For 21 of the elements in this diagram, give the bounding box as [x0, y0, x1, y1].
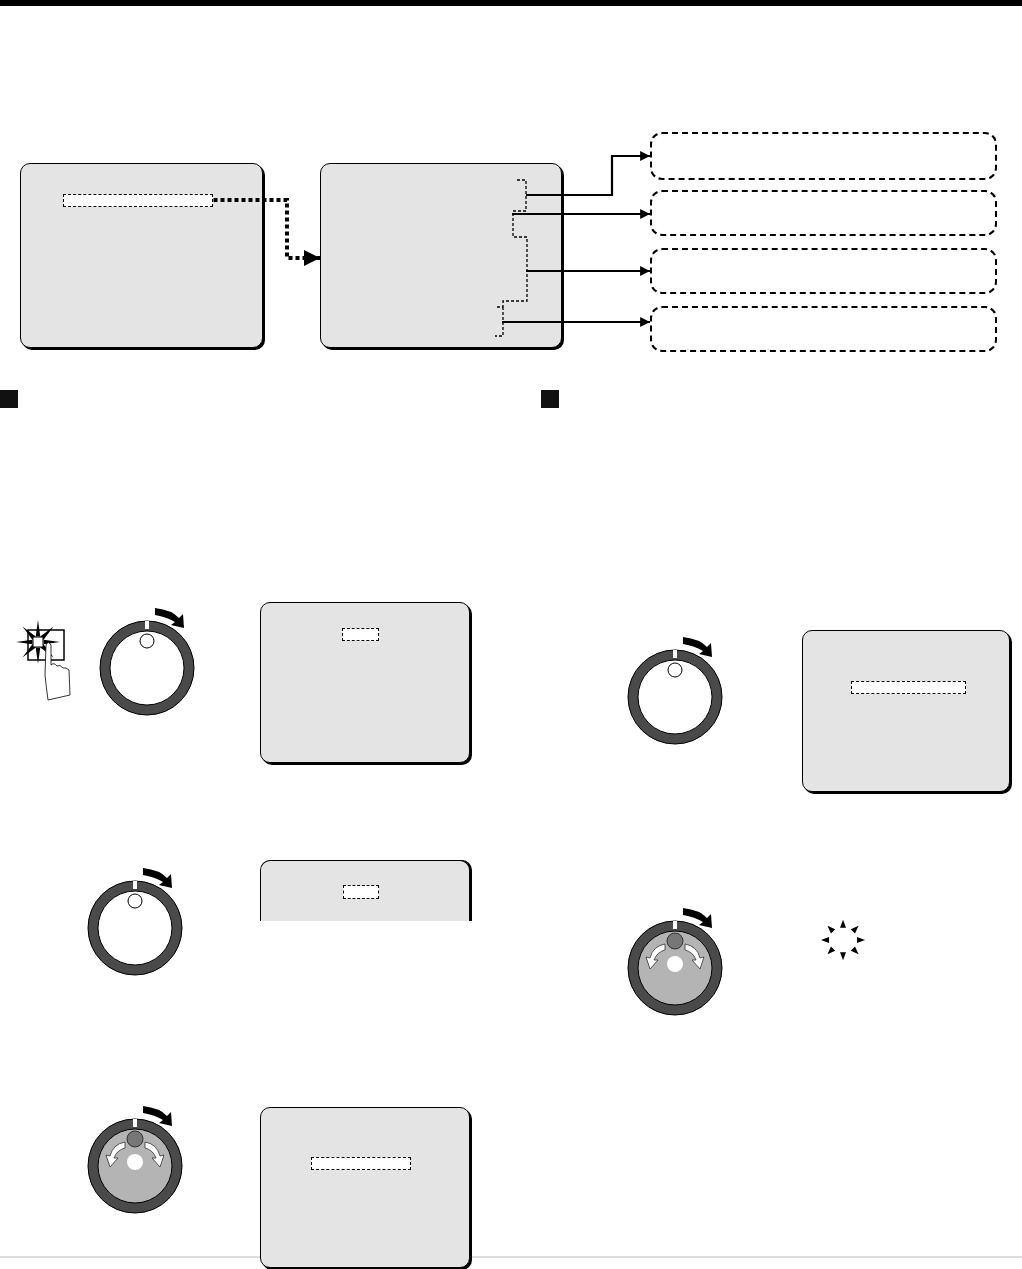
- highlight-field: [851, 681, 966, 694]
- highlight-field: [343, 885, 379, 899]
- arrow: [526, 151, 650, 197]
- highlight-field: [63, 194, 213, 207]
- arrow: [526, 266, 650, 276]
- monitor-screen: [802, 630, 1010, 792]
- arrow: [213, 198, 320, 266]
- monitor-screen: [20, 163, 263, 348]
- highlight-field: [342, 628, 379, 641]
- monitor-screen: [260, 602, 470, 763]
- dashed-box: [650, 248, 997, 294]
- dashed-box: [650, 306, 997, 352]
- arrow: [502, 317, 650, 327]
- dashed-box: [650, 132, 997, 180]
- dashed-box: [650, 190, 997, 236]
- arrow: [512, 209, 650, 219]
- monitor-screen: [260, 1107, 470, 1268]
- bracket-line: [493, 179, 527, 337]
- monitor-screen: [260, 860, 470, 921]
- monitor-screen: [320, 163, 562, 348]
- highlight-field: [311, 1157, 411, 1170]
